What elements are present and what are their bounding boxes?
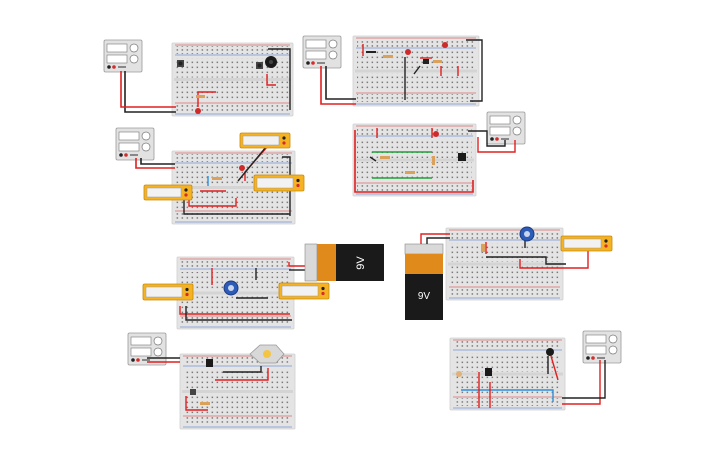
circuit-6[interactable]: 9V [404,226,613,320]
wire-black[interactable] [413,65,421,75]
wire-red[interactable] [320,66,356,105]
multimeter-icon[interactable] [253,174,305,192]
power-supply-icon[interactable] [127,332,167,366]
buzzer-icon[interactable] [546,348,554,356]
wire-red[interactable] [288,262,305,267]
wire-black[interactable] [237,146,267,182]
wire-black[interactable] [183,199,290,215]
wire-black[interactable] [466,39,483,102]
transistor-icon[interactable] [206,359,213,367]
circuit-1[interactable] [103,39,294,117]
pushbutton-icon[interactable] [177,60,184,67]
battery-label: 9V [355,256,367,270]
multimeter-icon[interactable] [278,282,330,300]
wire-red[interactable] [266,74,276,86]
wire-red[interactable] [477,137,516,153]
multimeter-icon[interactable] [143,184,193,201]
wire-black[interactable] [562,360,606,399]
wire-red[interactable] [550,355,559,381]
wire-red[interactable] [420,233,450,244]
motor-icon[interactable] [249,344,285,364]
wire-red[interactable] [215,368,269,381]
wire-black[interactable] [124,71,176,113]
wire-red[interactable] [519,251,589,269]
wire-black[interactable] [185,306,292,321]
transistor-icon[interactable] [485,368,492,376]
wire-red[interactable] [135,158,175,169]
resistor-icon[interactable] [383,55,393,58]
resistor-icon[interactable] [405,171,415,174]
wire-black[interactable] [468,130,506,147]
wire-red[interactable] [188,198,237,207]
power-supply-icon[interactable] [582,330,622,364]
power-supply-icon[interactable] [486,111,526,145]
pushbutton-icon[interactable] [256,62,263,69]
buzzer-icon[interactable] [265,56,277,68]
wire-red[interactable] [562,360,601,405]
circuit-4[interactable] [352,111,526,197]
led-icon[interactable] [405,49,411,55]
wire-black[interactable] [369,156,377,162]
transistor-icon[interactable] [458,153,466,161]
potentiometer-icon[interactable] [223,280,239,296]
resistor-icon[interactable] [432,156,435,165]
resistor-icon[interactable] [380,156,390,159]
led-icon[interactable] [195,108,201,114]
power-supply-icon[interactable] [115,127,155,161]
potentiometer-icon[interactable] [519,226,535,242]
wire-red[interactable] [120,71,176,108]
led-icon[interactable] [442,42,448,48]
power-supply-icon[interactable] [103,39,143,73]
multimeter-icon[interactable] [560,235,613,252]
transistor-icon[interactable] [423,59,429,64]
led-icon[interactable] [433,131,439,137]
multimeter-icon[interactable] [239,132,291,149]
battery-icon[interactable]: 9V [304,243,384,282]
wire-blue[interactable] [461,389,554,402]
power-supply-icon[interactable] [302,35,342,69]
breadboard[interactable] [171,42,294,117]
led-icon[interactable] [239,165,245,171]
circuit-7[interactable] [127,332,296,430]
pushbutton-icon[interactable] [190,389,196,395]
breadboard[interactable] [352,123,477,197]
wire-red[interactable] [185,396,208,411]
wire-black[interactable] [140,158,175,165]
led-icon[interactable] [456,371,462,377]
breadboard[interactable] [179,353,296,430]
wire-black[interactable] [223,366,262,373]
battery-icon[interactable]: 9V [404,243,444,320]
wire-black[interactable] [486,256,566,265]
resistor-icon[interactable] [433,60,442,63]
wire-black[interactable] [325,66,356,100]
circuit-2[interactable] [302,35,483,107]
resistor-icon[interactable] [196,95,205,98]
wire-red[interactable] [179,306,290,315]
resistor-icon[interactable] [212,177,222,180]
resistor-icon[interactable] [481,244,485,252]
wire-black[interactable] [282,156,291,216]
battery-label: 9V [418,291,431,302]
wire-red[interactable] [197,91,216,107]
circuit-5[interactable]: 9V [142,243,384,330]
circuit-8[interactable] [449,330,622,411]
resistor-icon[interactable] [200,402,210,405]
circuit-3[interactable] [115,127,305,225]
multimeter-icon[interactable] [142,283,194,301]
wire-black[interactable] [268,48,291,110]
wire-red[interactable] [354,130,474,193]
wire-black[interactable] [426,237,450,244]
